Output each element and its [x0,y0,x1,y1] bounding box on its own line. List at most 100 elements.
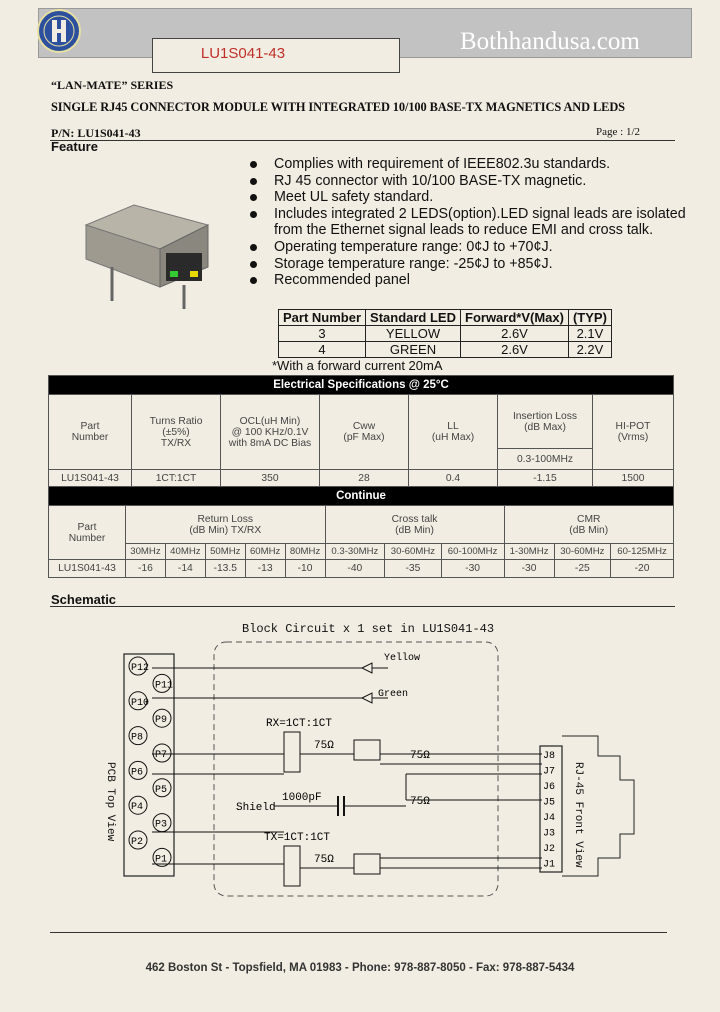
resistor-label: 75Ω [410,750,430,762]
rj45-pin-label: J2 [543,844,555,855]
led-header-typ: (TYP) [567,309,612,326]
resistor-label: 75Ω [314,740,334,752]
site-name: Bothhandusa.com [460,28,640,55]
col-header: CMR (dB Min) [503,505,675,544]
pcb-pin-label: P10 [131,698,149,709]
feature-list: Complies with requirement of IEEE802.3u … [248,156,688,289]
pcb-pin-label: P7 [155,750,167,761]
divider [50,932,667,933]
col-header: 0.3-100MHz [497,448,593,470]
page-number: Page : 1/2 [596,126,640,138]
led-header-color: Standard LED [365,309,461,326]
green-label: Green [378,689,408,700]
feature-heading: Feature [51,139,98,154]
table-title: Continue [48,486,674,506]
col-header: HI-POT (Vrms) [592,394,674,470]
freq-header: 1-30MHz [503,543,555,560]
cell: -13.5 [204,559,246,578]
freq-header: 60-125MHz [610,543,674,560]
cell: -20 [610,559,674,578]
shield-label: Shield [236,802,276,814]
cell: 28 [319,469,409,488]
pcb-pin-label: P11 [155,680,173,691]
table-title: Electrical Specifications @ 25°C [48,375,674,395]
schematic-diagram: Block Circuit x 1 set in LU1S041-43 PCB … [104,622,635,897]
pcb-pin-label: P12 [131,663,149,674]
feature-item: Includes integrated 2 LEDS(option).LED s… [248,206,688,239]
series-title: “LAN-MATE” SERIES [51,78,174,92]
feature-item: Meet UL safety standard. [248,189,688,206]
pcb-label: PCB Top View [104,762,116,842]
rj45-pin-block [539,745,563,873]
green-led-icon [360,692,373,704]
cell: -35 [384,559,442,578]
rj45-pin-label: J8 [543,751,555,762]
pcb-pin-label: P2 [131,837,143,848]
led-table: Part Number Standard LED Forward*V(Max) … [277,309,612,358]
cell: -1.15 [497,469,593,488]
col-header: Cww (pF Max) [319,394,409,470]
pcb-pin [152,708,172,728]
table-row: 3 YELLOW 2.6V 2.1V [277,325,612,342]
cell: YELLOW [365,325,461,342]
rj45-label: RJ-45 Front View [572,762,584,868]
cell: -16 [125,559,166,578]
cell: LU1S041-43 [48,469,132,488]
col-header: LL (uH Max) [408,394,498,470]
divider [50,606,675,607]
freq-header: 60-100MHz [440,543,505,560]
freq-header: 50MHz [204,543,246,560]
led-note: *With a forward current 20mA [272,358,443,373]
rj45-pin-label: J5 [543,798,555,809]
product-photo [84,204,210,309]
product-subtitle: SINGLE RJ45 CONNECTOR MODULE WITH INTEGR… [51,100,625,114]
part-number-line: P/N: LU1S041-43 [51,126,141,140]
continue-spec-table: Continue Part Number Return Loss (dB Min… [48,486,675,578]
cell: 1CT:1CT [131,469,221,488]
cell: -25 [553,559,612,578]
freq-header: 60MHz [244,543,286,560]
pcb-connector [123,653,175,877]
feature-item: Recommended panel [248,272,688,289]
freq-header: 30-60MHz [384,543,442,560]
freq-header: 40MHz [164,543,206,560]
rj45-pin-label: J6 [543,782,555,793]
table-row: LU1S041-43 -16 -14 -13.5 -13 -10 -40 -35… [48,559,674,578]
schematic-heading: Schematic [51,592,117,607]
block-title: Block Circuit x 1 set in LU1S041-43 [242,622,494,636]
resistor-label: 75Ω [314,854,334,866]
cell: 2.1V [567,325,612,342]
rx-label: RX=1CT:1CT [266,718,332,730]
cell: -13 [244,559,286,578]
resistor-label: 75Ω [410,796,430,808]
led-header-part: Part Number [277,309,367,326]
choke [353,853,381,875]
pcb-pin [152,847,172,867]
cell: 2.6V [460,325,569,342]
cell: LU1S041-43 [48,559,126,578]
cell: -40 [324,559,386,578]
col-header: Cross talk (dB Min) [324,505,505,544]
cell: 3 [277,325,367,342]
divider [50,140,675,141]
pcb-pin [128,760,148,780]
rj45-pin-label: J4 [543,813,555,824]
col-header: Turns Ratio (±5%) TX/RX [131,394,221,470]
yellow-led-icon [360,662,373,674]
yellow-label: Yellow [384,652,420,664]
pcb-pin-label: P4 [131,802,143,813]
feature-item: Complies with requirement of IEEE802.3u … [248,156,688,173]
cell: GREEN [365,341,461,358]
cell: 1500 [592,469,674,488]
company-logo [37,9,81,53]
col-header: Part Number [48,394,132,470]
rx-transformer [283,731,301,773]
electrical-spec-table: Electrical Specifications @ 25°C Part Nu… [48,375,674,488]
freq-header: 30MHz [125,543,166,560]
pcb-pin [152,743,172,763]
cell: -30 [440,559,505,578]
col-header: Return Loss (dB Min) TX/RX [125,505,326,544]
cell: 350 [220,469,320,488]
rj45-pin-label: J1 [543,860,555,871]
tx-transformer [283,845,301,887]
